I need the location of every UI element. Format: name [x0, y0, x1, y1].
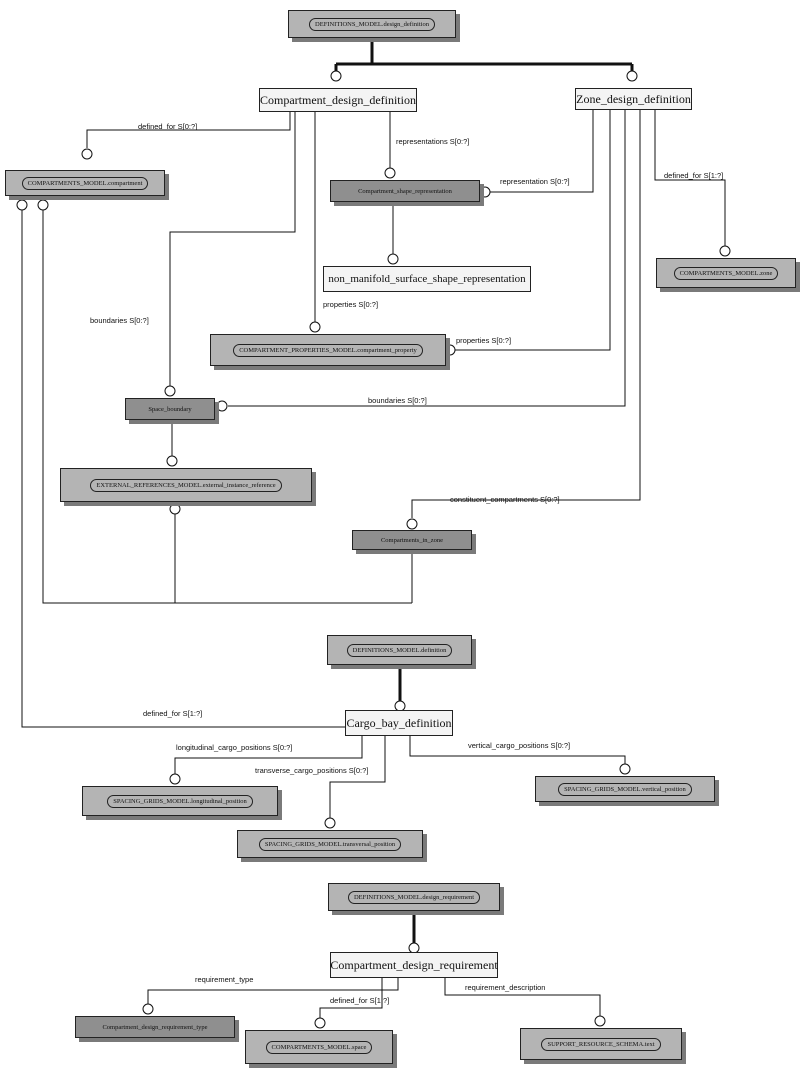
relationship-circle [594, 1015, 606, 1027]
box-label: Space_boundary [148, 405, 192, 413]
box-label: SPACING_GRIDS_MODEL.transversal_position [258, 837, 402, 851]
box-label: SPACING_GRIDS_MODEL.longitudinal_positio… [107, 794, 253, 808]
relation-label-transverse-cargo-positions: transverse_cargo_positions S[0:?] [255, 766, 369, 775]
box-label: DEFINITIONS_MODEL.definition [346, 643, 453, 657]
relationship-line [169, 112, 296, 386]
box-compartment-design-definition[interactable]: Compartment_design_definition [259, 88, 417, 112]
box-definitions-model-definition[interactable]: DEFINITIONS_MODEL.definition [327, 635, 476, 669]
relationship-line [490, 110, 594, 193]
box-space-boundary[interactable]: Space_boundary [125, 398, 219, 424]
box-label: non_manifold_surface_shape_representatio… [328, 273, 526, 285]
box-spacing-grids-model-transversal-position[interactable]: SPACING_GRIDS_MODEL.transversal_position [237, 830, 427, 862]
box-spacing-grids-model-longitudinal-position[interactable]: SPACING_GRIDS_MODEL.longitudinal_positio… [82, 786, 282, 820]
box-label: EXTERNAL_REFERENCES_MODEL.external_insta… [90, 478, 282, 492]
box-compartment-design-requirement[interactable]: Compartment_design_requirement [330, 952, 498, 978]
relation-label-properties: properties S[0:?] [456, 336, 512, 345]
relationship-circle [142, 1003, 154, 1015]
box-non-manifold-surface-shape-representation[interactable]: non_manifold_surface_shape_representatio… [323, 266, 531, 292]
box-compartments-model-compartment[interactable]: COMPARTMENTS_MODEL.compartment [5, 170, 169, 200]
relationship-line [174, 736, 363, 774]
relation-label-representation: representation S[0:?] [500, 177, 570, 186]
relationship-circle [81, 148, 93, 160]
relation-label-requirement-type: requirement_type [195, 975, 254, 984]
relationship-line [411, 110, 641, 518]
box-label: Compartment_shape_representation [358, 187, 452, 195]
relationship-circle [619, 763, 631, 775]
box-label: COMPARTMENTS_MODEL.compartment [21, 176, 149, 190]
relation-label-properties: properties S[0:?] [323, 300, 379, 309]
relationship-circle [314, 1017, 326, 1029]
relationship-circle [384, 167, 396, 179]
relation-label-requirement-description: requirement_description [465, 983, 546, 992]
box-label: Cargo_bay_definition [346, 715, 452, 730]
relationship-line [228, 110, 626, 407]
relationship-circle [324, 817, 336, 829]
box-compartments-model-space[interactable]: COMPARTMENTS_MODEL.space [245, 1030, 397, 1068]
relationship-circle [166, 455, 178, 467]
relationship-circle [719, 245, 731, 257]
relationship-circle [309, 321, 321, 333]
box-definitions-model-design-definition[interactable]: DEFINITIONS_MODEL.design_definition [288, 10, 460, 42]
relationship-line [329, 736, 386, 818]
box-compartments-in-zone[interactable]: Compartments_in_zone [352, 530, 476, 554]
relation-label-defined-for: defined_for S[1:?] [330, 996, 390, 1005]
relationship-circle [330, 70, 342, 82]
box-label: Compartment_design_requirement_type [102, 1023, 208, 1031]
relationship-circle [164, 385, 176, 397]
box-label: COMPARTMENTS_MODEL.zone [673, 266, 779, 280]
relationship-circle [16, 199, 28, 211]
box-label: DEFINITIONS_MODEL.design_requirement [347, 890, 481, 904]
box-label: SPACING_GRIDS_MODEL.vertical_position [558, 782, 692, 796]
box-zone-design-definition[interactable]: Zone_design_definition [575, 88, 692, 110]
relationship-circle [387, 253, 399, 265]
box-label: SUPPORT_RESOURCE_SCHEMA.text [541, 1037, 661, 1051]
box-external-references-model-external-instance-reference[interactable]: EXTERNAL_REFERENCES_MODEL.external_insta… [60, 468, 316, 506]
relationship-line [21, 207, 345, 728]
relationship-line [147, 978, 399, 1004]
box-support-resource-schema-text[interactable]: SUPPORT_RESOURCE_SCHEMA.text [520, 1028, 686, 1064]
relation-label-boundaries: boundaries S[0:?] [368, 396, 427, 405]
box-label: Compartment_design_requirement [330, 957, 498, 972]
relation-label-boundaries: boundaries S[0:?] [90, 316, 149, 325]
relation-label-longitudinal-cargo-positions: longitudinal_cargo_positions S[0:?] [176, 743, 293, 752]
relationship-line [444, 978, 601, 1016]
box-compartment-shape-representation[interactable]: Compartment_shape_representation [330, 180, 484, 206]
relation-label-defined-for: defined_for S[1:?] [664, 171, 724, 180]
box-spacing-grids-model-vertical-position[interactable]: SPACING_GRIDS_MODEL.vertical_position [535, 776, 719, 806]
relation-label-constituent-compartments: constituent_compartments S[0:?] [450, 495, 560, 504]
box-label: Compartment_design_definition [260, 92, 416, 107]
box-compartment-design-requirement-type[interactable]: Compartment_design_requirement_type [75, 1016, 239, 1042]
relation-label-defined-for: defined_for S[1:?] [143, 709, 203, 718]
relationship-line [409, 736, 626, 764]
relationship-line [455, 110, 611, 351]
box-label: COMPARTMENT_PROPERTIES_MODEL.compartment… [233, 343, 423, 357]
relation-label-representations: representations S[0:?] [396, 137, 470, 146]
box-definitions-model-design-requirement[interactable]: DEFINITIONS_MODEL.design_requirement [328, 883, 504, 915]
relationship-circle [626, 70, 638, 82]
relationship-line [319, 978, 383, 1018]
box-label: COMPARTMENTS_MODEL.space [265, 1040, 373, 1054]
box-label: DEFINITIONS_MODEL.design_definition [309, 17, 435, 31]
relationship-line [654, 110, 726, 246]
relation-label-defined-for: defined_for S[0:?] [138, 122, 198, 131]
relationship-circle [406, 518, 418, 530]
relation-label-vertical-cargo-positions: vertical_cargo_positions S[0:?] [468, 741, 571, 750]
box-label: Compartments_in_zone [380, 536, 444, 544]
relationship-line [42, 207, 412, 604]
relationship-circle [169, 773, 181, 785]
box-compartment-properties-model-compartment-property[interactable]: COMPARTMENT_PROPERTIES_MODEL.compartment… [210, 334, 450, 370]
box-label: Zone_design_definition [576, 91, 691, 106]
box-cargo-bay-definition[interactable]: Cargo_bay_definition [345, 710, 453, 736]
box-compartments-model-zone[interactable]: COMPARTMENTS_MODEL.zone [656, 258, 800, 292]
relationship-circle [37, 199, 49, 211]
relationship-line [86, 112, 291, 148]
